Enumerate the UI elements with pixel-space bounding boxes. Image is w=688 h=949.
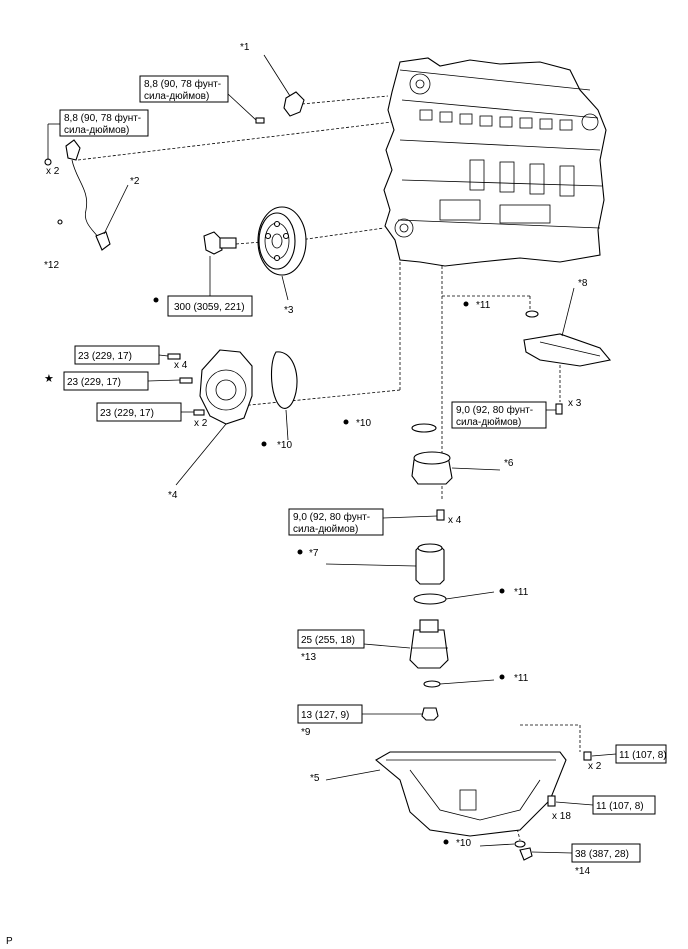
callout-7: *7 — [309, 548, 319, 559]
torque-baffle-line1: 9,0 (92, 80 фунт- — [456, 404, 533, 416]
quantity-texts: x 2 x 4 x 2 x 3 x 4 x 2 x 18 — [46, 166, 602, 822]
oil-filter-bracket — [411, 423, 501, 521]
qty-pan-bolts: x 18 — [552, 811, 571, 822]
torque-pump-bolt-b: 23 (229, 17) — [67, 377, 121, 388]
torque-harness-line2: сила-дюймов) — [64, 125, 129, 136]
crankshaft-pulley — [203, 206, 307, 301]
torque-pan-nut: 11 (107, 8) — [619, 750, 667, 761]
torque-texts: 8,8 (90, 78 фунт- сила-дюймов) 8,8 (90, … — [64, 78, 667, 860]
callout-1: *1 — [240, 42, 250, 53]
torque-pan-plug: 38 (387, 28) — [575, 849, 629, 860]
qty-bracket-bolts: x 4 — [448, 515, 462, 526]
callout-5: *5 — [310, 773, 320, 784]
torque-pulley-bolt: 300 (3059, 221) — [174, 302, 245, 313]
torque-bracket-line1: 9,0 (92, 80 фунт- — [293, 511, 370, 523]
callout-texts: *1 *2 *3 *4 *5 *6 *7 *8 *9 *10 *10 *10 *… — [44, 42, 590, 877]
callout-9: *9 — [301, 727, 311, 738]
small-o-ring — [423, 679, 495, 688]
torque-sensor-line2: сила-дюймов) — [144, 91, 209, 102]
torque-pump-bolt-a: 23 (229, 17) — [78, 351, 132, 362]
callout-12: *12 — [44, 260, 59, 271]
o-ring — [413, 591, 495, 605]
torque-harness-line1: 8,8 (90, 78 фунт- — [64, 112, 141, 124]
qty-harness-bolts: x 2 — [46, 166, 60, 177]
qty-pan-nuts: x 2 — [588, 761, 602, 772]
camshaft-position-sensor — [255, 54, 305, 124]
oil-baffle-plate — [523, 287, 612, 415]
torque-pump-bolt-c: 23 (229, 17) — [100, 408, 154, 419]
torque-filter-cap: 25 (255, 18) — [301, 635, 355, 646]
qty-pump-bolts-c: x 2 — [194, 418, 208, 429]
callout-10b: *10 — [277, 440, 292, 451]
oil-pump-cover — [167, 349, 253, 486]
engine-block — [383, 57, 607, 267]
torque-pan-bolt: 11 (107, 8) — [596, 801, 644, 812]
callout-11a: *11 — [476, 300, 491, 311]
drain-plug — [362, 707, 439, 721]
oil-filter-element — [325, 543, 445, 585]
callout-14: *14 — [575, 866, 590, 877]
callout-10c: *10 — [456, 838, 471, 849]
gasket — [270, 351, 298, 441]
torque-baffle-line2: сила-дюймов) — [456, 417, 521, 428]
oil-filter-cap — [363, 619, 449, 669]
torque-spec-boxes — [47, 75, 667, 863]
oil-pan — [325, 751, 592, 861]
sensor-wire-harness — [44, 139, 129, 251]
qty-pump-bolts-a: x 4 — [174, 360, 188, 371]
callout-3: *3 — [284, 305, 294, 316]
torque-sensor-line1: 8,8 (90, 78 фунт- — [144, 78, 221, 90]
torque-drain-plug: 13 (127, 9) — [301, 710, 349, 721]
callout-11c: *11 — [514, 673, 529, 684]
star-mark: ★ — [44, 372, 54, 385]
callout-13: *13 — [301, 652, 316, 663]
bullet-marks — [153, 297, 505, 845]
qty-baffle-bolts: x 3 — [568, 398, 582, 409]
callout-11b: *11 — [514, 587, 529, 598]
callout-8: *8 — [578, 278, 588, 289]
callout-4: *4 — [168, 490, 178, 501]
corner-mark: P — [6, 936, 13, 947]
callout-2: *2 — [130, 176, 140, 187]
callout-10a: *10 — [356, 418, 371, 429]
callout-6: *6 — [504, 458, 514, 469]
torque-bracket-line2: сила-дюймов) — [293, 524, 358, 535]
